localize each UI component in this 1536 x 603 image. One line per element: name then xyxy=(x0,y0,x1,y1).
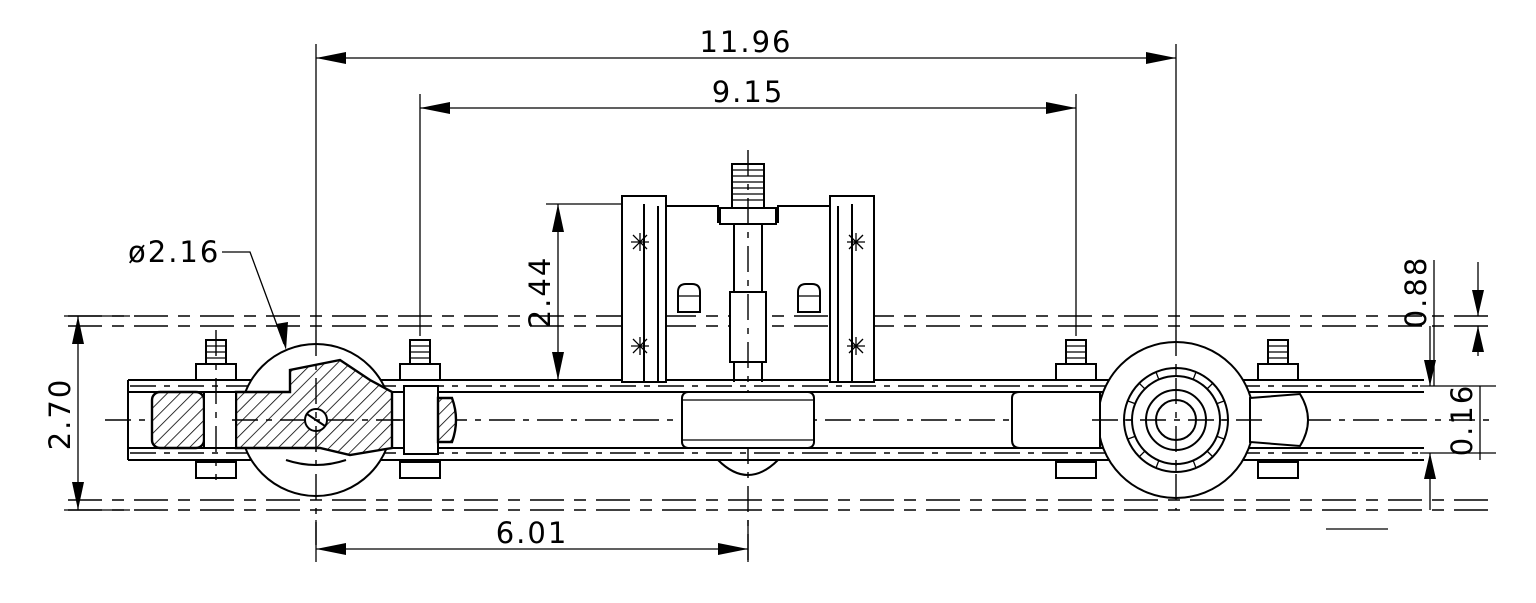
dim-bracket-height: 2.44 xyxy=(523,203,622,381)
left-roller xyxy=(150,330,458,545)
dim-gap-top: 0.88 xyxy=(1399,256,1484,386)
dim-roller-diameter-label: ø2.16 xyxy=(128,235,220,269)
dim-overall-span: 11.96 xyxy=(315,25,1177,330)
dim-inner-span: 9.15 xyxy=(419,75,1077,336)
center-bracket xyxy=(621,150,875,560)
dim-gap-mid: 0.16 xyxy=(1420,326,1496,510)
dim-gap-top-label: 0.88 xyxy=(1399,256,1433,329)
dim-inner-span-label: 9.15 xyxy=(712,75,785,109)
dim-offset-left: 6.01 xyxy=(315,516,749,562)
dim-main-height-label: 2.70 xyxy=(43,378,77,451)
bolts xyxy=(195,330,1299,480)
right-roller xyxy=(1011,330,1309,510)
dim-gap-mid-label: 0.16 xyxy=(1445,384,1479,457)
dim-main-height: 2.70 xyxy=(43,315,130,511)
dim-roller-diameter: ø2.16 xyxy=(128,235,288,350)
dim-offset-left-label: 6.01 xyxy=(496,516,569,550)
dim-overall-span-label: 11.96 xyxy=(699,25,792,59)
dim-bracket-height-label: 2.44 xyxy=(523,256,557,329)
